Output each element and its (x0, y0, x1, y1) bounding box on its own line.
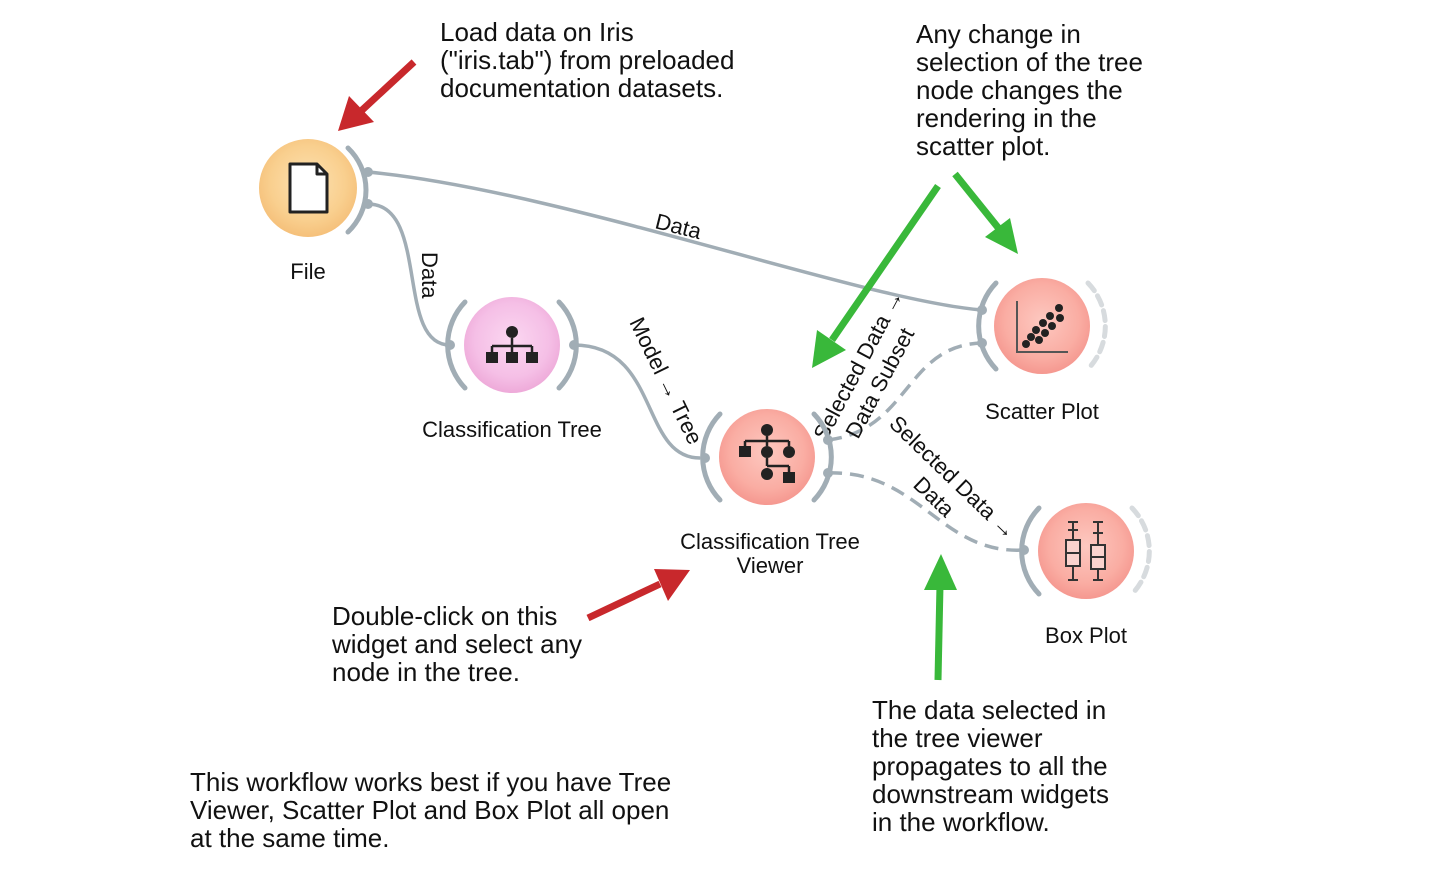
link-tree-to-viewer[interactable] (573, 343, 701, 460)
port-tree-viewer-in[interactable] (700, 453, 710, 463)
red-arrow-file (338, 59, 417, 131)
box-plot-icon (1065, 521, 1106, 581)
widget-tree-viewer-label-line1: Classification Tree (680, 529, 860, 554)
scatter-plot-icon (1016, 301, 1068, 353)
port-scatter-plot-in-2[interactable] (977, 338, 987, 348)
link-label-file-to-tree: Data (417, 252, 442, 299)
widget-box-plot-label: Box Plot (1045, 623, 1127, 648)
port-file-out-1[interactable] (363, 167, 373, 177)
widget-file-label: File (290, 259, 325, 284)
port-tree-viewer-out-2[interactable] (823, 468, 833, 478)
widget-scatter-plot-output-arc (1085, 280, 1108, 372)
green-arrow-box-plot (924, 554, 957, 681)
tree-icon (486, 326, 538, 363)
link-viewer-to-scatter[interactable] (827, 341, 983, 442)
link-file-to-scatter[interactable] (367, 170, 983, 312)
port-box-plot-in[interactable] (1019, 545, 1029, 555)
port-classification-tree-in[interactable] (445, 340, 455, 350)
port-file-out-2[interactable] (363, 199, 373, 209)
widget-classification-tree[interactable]: Classification Tree (422, 297, 602, 442)
widget-box-plot-body[interactable] (1038, 503, 1134, 599)
widget-box-plot[interactable]: Box Plot (1019, 503, 1152, 648)
port-scatter-plot-in-1[interactable] (977, 305, 987, 315)
link-label-file-to-scatter: Data (653, 209, 705, 245)
widget-box-plot-output-arc (1129, 505, 1152, 597)
document-icon (288, 162, 329, 214)
note-workflow-tip: This workflow works best if you have Tre… (190, 767, 672, 853)
tree-viewer-icon (739, 424, 795, 483)
widget-file[interactable]: File (259, 139, 373, 284)
port-tree-viewer-out-1[interactable] (823, 435, 833, 445)
annotation-arrows (338, 59, 1018, 681)
note-propagates: The data selected in the tree viewer pro… (872, 695, 1109, 837)
widget-scatter-plot-input-arc[interactable] (976, 280, 999, 372)
widget-tree-viewer-output-arc[interactable] (811, 411, 834, 503)
link-viewer-to-box[interactable] (827, 471, 1025, 552)
note-selection-change: Any change in selection of the tree node… (916, 19, 1143, 161)
green-arrow-tree-viewer (812, 184, 941, 368)
note-double-click: Double-click on this widget and select a… (332, 601, 583, 687)
note-load-data: Load data on Iris ("iris.tab") from prel… (440, 17, 735, 103)
widget-tree-viewer-label-line2: Viewer (737, 553, 804, 578)
port-classification-tree-out[interactable] (569, 340, 579, 350)
link-label-viewer-to-box-a: Selected Data → (885, 411, 1022, 545)
widget-file-output-arc[interactable] (345, 145, 369, 235)
widget-tree-viewer[interactable]: Classification Tree Viewer (680, 409, 860, 578)
link-file-to-classification-tree[interactable] (367, 202, 451, 347)
green-arrow-scatter-plot (952, 171, 1018, 254)
widget-scatter-plot[interactable]: Scatter Plot (976, 278, 1108, 424)
widget-classification-tree-label: Classification Tree (422, 417, 602, 442)
red-arrow-tree-viewer (586, 569, 690, 622)
links (367, 170, 1025, 552)
widget-scatter-plot-label: Scatter Plot (985, 399, 1099, 424)
